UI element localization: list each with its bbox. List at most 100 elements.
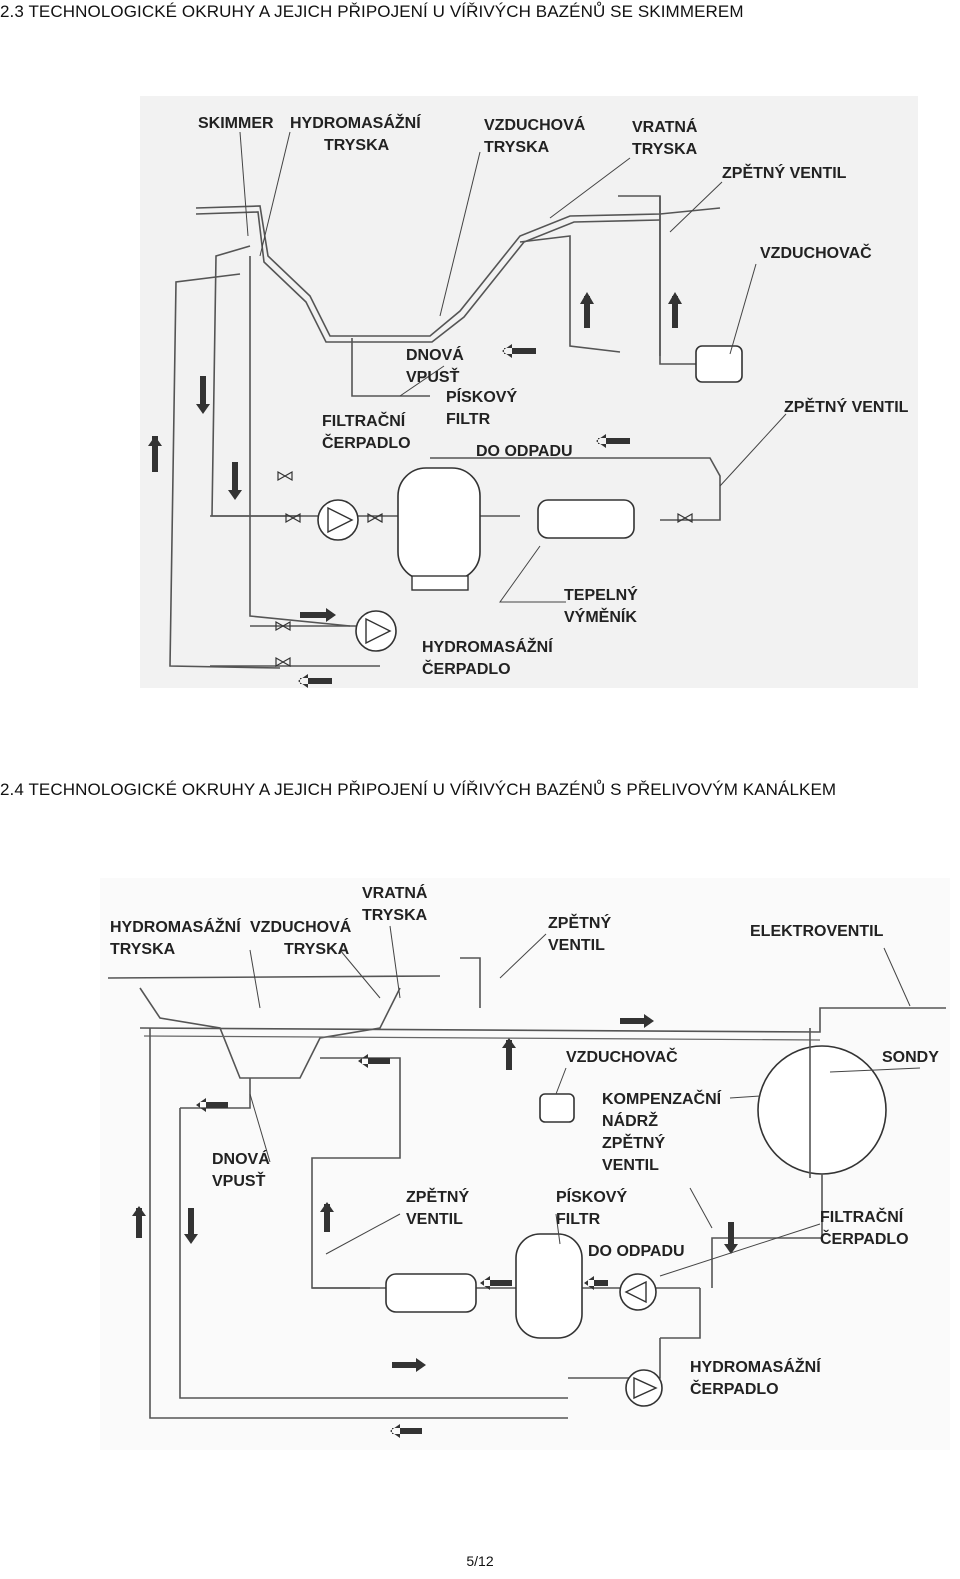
label-air-jet-1: VZDUCHOVÁ	[484, 115, 586, 134]
label-hydro-pump-2: ČERPADLO	[690, 1379, 779, 1398]
label-check-valve-top-2: VENTIL	[548, 937, 605, 954]
page-number: 5/12	[466, 1553, 494, 1569]
label-drain-2: VPUSŤ	[212, 1171, 266, 1190]
filter-pump-triangle	[327, 506, 354, 534]
flow-arrow-left-icon	[298, 674, 332, 688]
label-comp-tank-1: KOMPENZAČNÍ	[602, 1089, 722, 1108]
label-drain-1: DNOVÁ	[406, 345, 464, 364]
leader-line	[555, 1213, 561, 1245]
leader-line	[555, 1067, 567, 1095]
label-drain-2: VPUSŤ	[406, 367, 460, 386]
pool-basin-inner	[195, 211, 661, 343]
leader-line	[239, 131, 249, 237]
flow-arrow-down-icon	[228, 462, 242, 500]
flow-arrow-up-icon	[132, 1206, 146, 1238]
leader-line	[719, 413, 787, 487]
label-hydro-jet-2: TRYSKA	[324, 137, 390, 154]
label-air-jet-1: VZDUCHOVÁ	[250, 917, 352, 936]
valve-icon	[275, 656, 291, 668]
flow-arrow-left-icon	[358, 1054, 390, 1068]
label-filter-pump-2: ČERPADLO	[322, 433, 411, 452]
valve-icon	[677, 512, 693, 524]
diagram-skimmer-svg: SKIMMER HYDROMASÁŽNÍ TRYSKA VZDUCHOVÁ TR…	[148, 113, 909, 688]
leader-line	[689, 1187, 713, 1229]
label-to-waste: DO ODPADU	[588, 1243, 685, 1260]
flow-arrow-up-icon	[148, 436, 162, 472]
flow-arrow-up-icon	[320, 1202, 334, 1232]
flow-arrow-down-icon	[184, 1208, 198, 1244]
pipe-left-outer	[149, 1028, 568, 1419]
section-heading-overflow-channel: 2.4 TECHNOLOGICKÉ OKRUHY A JEJICH PŘIPOJ…	[0, 780, 837, 799]
pipe-left-hydro	[249, 256, 351, 627]
leader-line	[325, 1213, 401, 1255]
label-check-valve-left-1: ZPĚTNÝ	[406, 1187, 469, 1206]
label-hydro-pump-1: HYDROMASÁŽNÍ	[422, 637, 553, 656]
label-sand-filter-2: FILTR	[556, 1211, 601, 1228]
label-drain-1: DNOVÁ	[212, 1149, 270, 1168]
leader-line	[659, 1223, 821, 1277]
compensation-tank-symbol	[757, 1045, 887, 1175]
leader-line	[669, 181, 723, 233]
filter-pump-triangle	[624, 1280, 647, 1304]
hydro-pump-triangle	[365, 617, 392, 645]
pool-rim	[107, 975, 441, 979]
label-probes: SONDY	[882, 1049, 939, 1066]
pipe-return	[519, 235, 621, 353]
leader-line	[249, 1093, 271, 1163]
leader-line	[439, 151, 481, 317]
air-blower-symbol	[539, 1093, 575, 1123]
flow-arrow-left-icon	[390, 1424, 422, 1438]
label-check-valve-top-1: ZPĚTNÝ	[548, 913, 611, 932]
flow-arrow-left-icon	[480, 1276, 512, 1290]
label-heat-exchanger-2: VÝMĚNÍK	[564, 607, 637, 626]
pipe-drain	[351, 338, 430, 397]
label-check-valve-right: ZPĚTNÝ VENTIL	[784, 397, 909, 416]
flow-arrow-up-icon	[502, 1038, 516, 1070]
flow-arrow-left-icon	[196, 1098, 228, 1112]
leader-line	[399, 365, 445, 397]
leader-line	[339, 949, 381, 999]
label-hydro-jet-1: HYDROMASÁŽNÍ	[290, 113, 421, 132]
heat-exchanger-symbol	[385, 1273, 477, 1313]
pipe-return	[311, 1057, 401, 1289]
label-sand-filter-2: FILTR	[446, 411, 491, 428]
pipe-hydro-feed	[568, 1338, 661, 1379]
label-return-jet-2: TRYSKA	[362, 907, 428, 924]
label-return-jet-1: VRATNÁ	[632, 117, 698, 136]
pipe-tank-outlet	[711, 1174, 823, 1288]
label-check-valve-mid-2: VENTIL	[602, 1157, 659, 1174]
label-sand-filter-1: PÍSKOVÝ	[446, 387, 517, 406]
flow-arrow-left-icon	[596, 434, 630, 448]
label-air-blower: VZDUCHOVAČ	[566, 1047, 678, 1066]
leader-line	[729, 263, 757, 355]
valve-icon	[367, 512, 383, 524]
pipe-check-top	[460, 957, 481, 1008]
flow-arrow-down-icon	[724, 1222, 738, 1254]
flow-arrow-right-icon	[620, 1014, 654, 1028]
leader-line	[499, 933, 547, 979]
label-filter-pump-1: FILTRAČNÍ	[820, 1207, 904, 1226]
filter-pump-symbol	[619, 1273, 657, 1311]
label-check-valve-top: ZPĚTNÝ VENTIL	[722, 163, 847, 182]
sand-filter-symbol	[397, 467, 481, 581]
section-heading-skimmer: 2.3 TECHNOLOGICKÉ OKRUHY A JEJICH PŘIPOJ…	[0, 2, 744, 21]
leader-line	[499, 545, 566, 603]
flow-arrow-down-icon	[196, 376, 210, 414]
pipe-left-outer	[169, 273, 281, 669]
label-electrovalve: ELEKTROVENTIL	[750, 923, 884, 940]
label-comp-tank-2: NÁDRŽ	[602, 1111, 658, 1130]
label-check-valve-mid-1: ZPĚTNÝ	[602, 1133, 665, 1152]
label-air-jet-2: TRYSKA	[284, 941, 350, 958]
flow-arrow-up-icon	[668, 292, 682, 328]
flow-arrow-right-icon	[300, 608, 336, 622]
label-air-blower: VZDUCHOVAČ	[760, 243, 872, 262]
label-return-jet-1: VRATNÁ	[362, 883, 428, 902]
leader-line	[729, 1095, 761, 1099]
diagram-overflow-circuit: VRATNÁ TRYSKA HYDROMASÁŽNÍ TRYSKA VZDUCH…	[100, 878, 950, 1450]
valve-icon	[277, 470, 293, 482]
label-hydro-jet-2: TRYSKA	[110, 941, 176, 958]
leader-line	[829, 1067, 921, 1073]
pipe-overflow-channel	[139, 1007, 946, 1033]
label-air-jet-2: TRYSKA	[484, 139, 550, 156]
pipe-left-inner	[179, 1108, 568, 1399]
